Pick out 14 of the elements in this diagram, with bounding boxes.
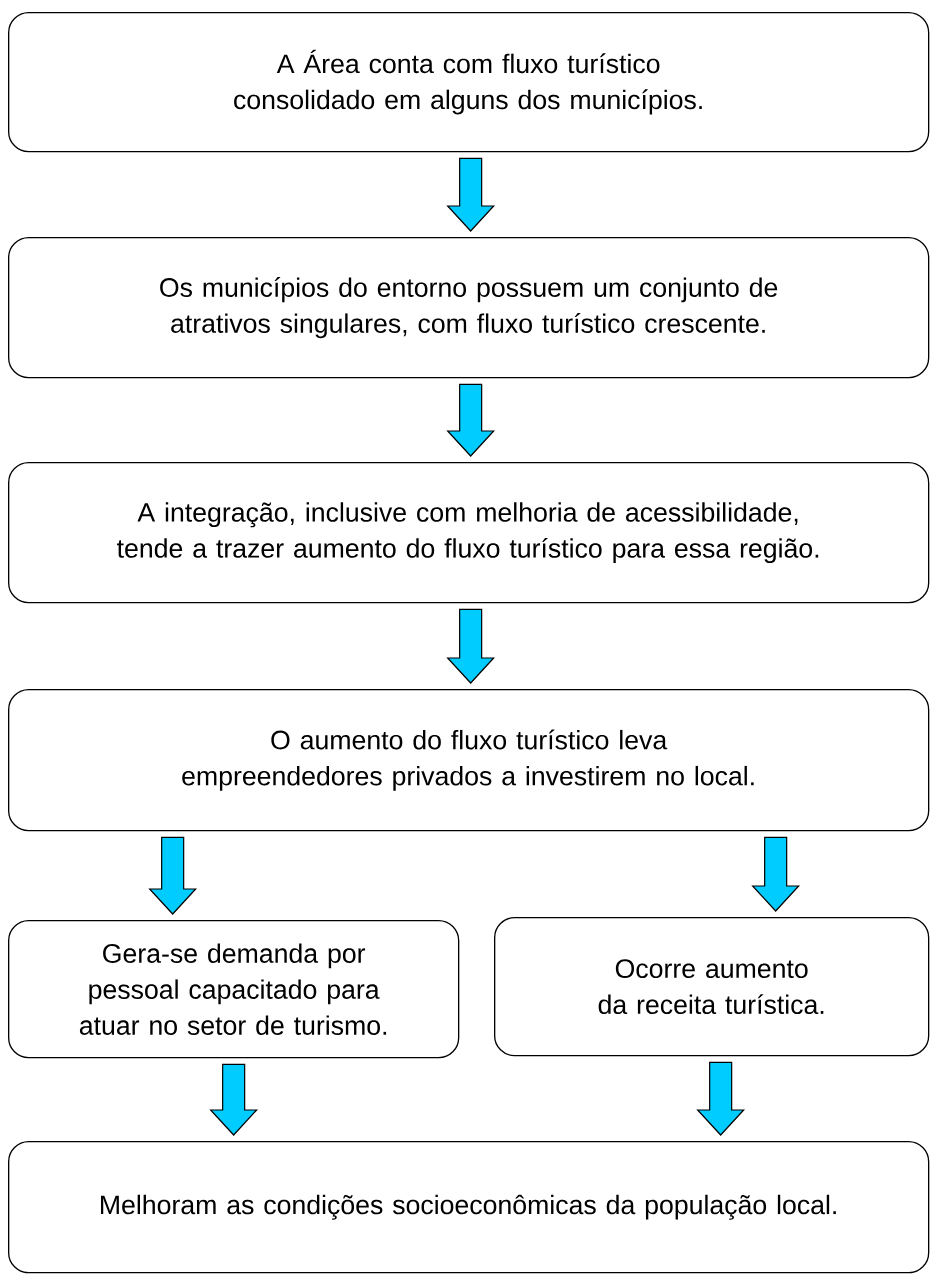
process-box: A Área conta com fluxo turístico consolidado em alguns dos municípios. [8,12,930,153]
process-box: Ocorre aumento da receita turística. [494,917,930,1057]
block-arrow [696,1061,746,1136]
block-arrow [446,608,496,684]
block-arrow [446,157,496,232]
block-arrow [209,1063,259,1136]
process-box: A integração, inclusive com melhoria de acessibilidade, tende a trazer aumento do fluxo turístico para essa região. [8,462,930,604]
block-arrow [751,836,801,912]
process-box: Os municípios do entorno possuem um conjunto de atrativos singulares, com fluxo turístico crescente. [8,237,930,379]
block-arrow [446,383,496,457]
process-box: O aumento do fluxo turístico leva empreendedores privados a investirem no local. [8,689,930,832]
process-box: Melhoram as condições socioeconômicas da população local. [8,1141,930,1274]
block-arrow [148,836,198,915]
process-box: Gera-se demanda por pessoal capacitado para atuar no setor de turismo. [8,920,460,1059]
